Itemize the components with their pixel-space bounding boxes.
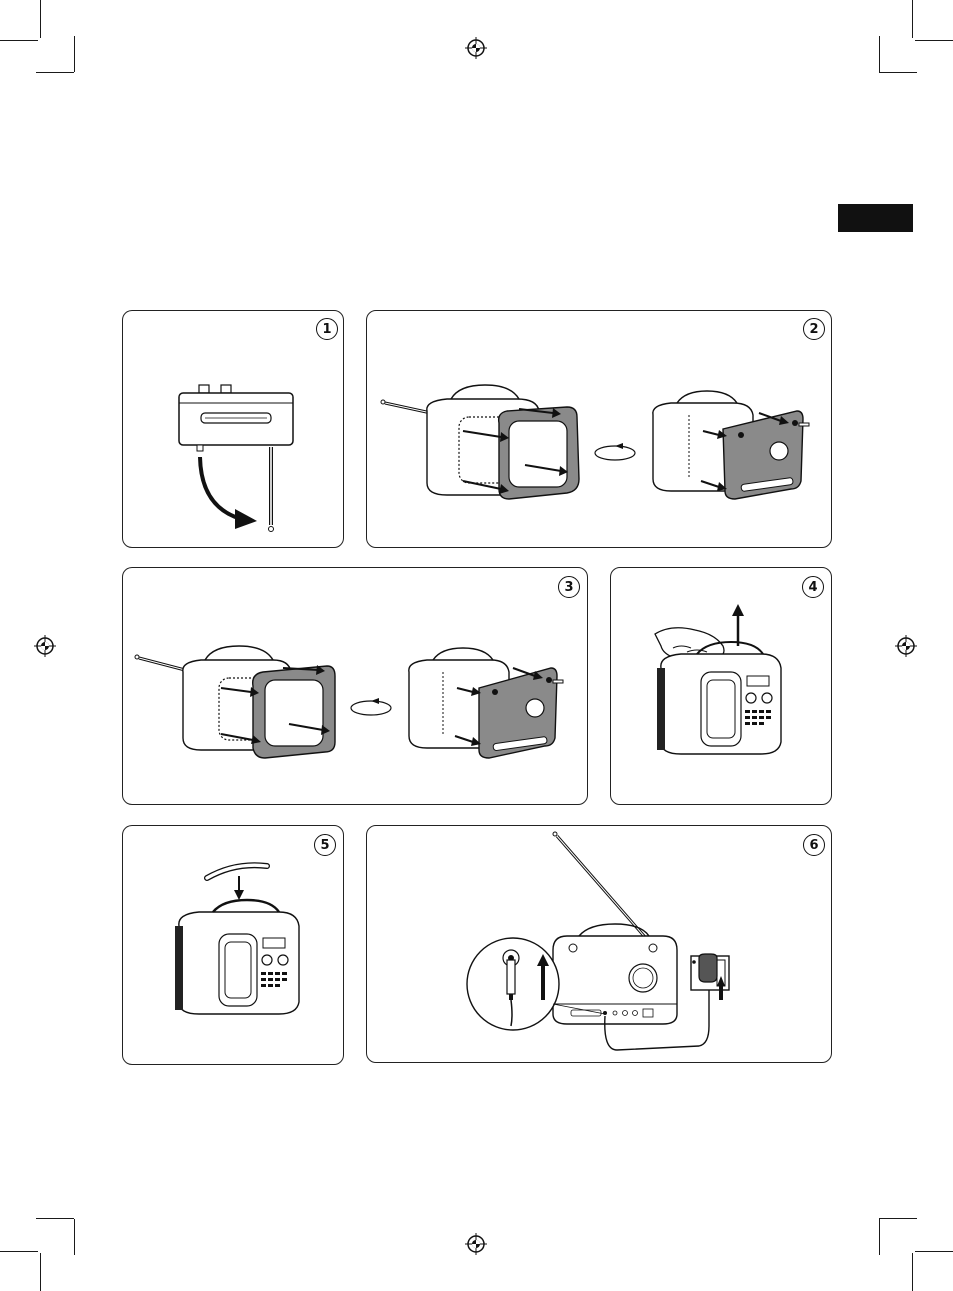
- step-panel-1: 1: [122, 310, 344, 548]
- radio-top-view-illustration: [123, 311, 345, 549]
- front-cover-frame-illustration: [123, 568, 589, 806]
- step-panel-6: 6: [366, 825, 832, 1063]
- registration-mark-icon: [465, 1233, 487, 1255]
- power-connection-illustration: [367, 826, 833, 1064]
- replace-handle-cover-illustration: [123, 826, 345, 1066]
- power-adapter-icon: [699, 954, 717, 982]
- language-tab: [838, 204, 913, 232]
- registration-mark-icon: [465, 37, 487, 59]
- step-panel-3: 3: [122, 567, 588, 805]
- step-panel-2: 2: [366, 310, 832, 548]
- registration-mark-icon: [895, 635, 917, 657]
- rotate-arrow-icon: [595, 443, 635, 460]
- step-panel-5: 5: [122, 825, 344, 1065]
- registration-mark-icon: [34, 635, 56, 657]
- remove-handle-cover-illustration: [611, 568, 833, 806]
- step-panel-4: 4: [610, 567, 832, 805]
- back-cover-frame-illustration: [367, 311, 833, 549]
- rotate-arrow-icon: [351, 698, 391, 715]
